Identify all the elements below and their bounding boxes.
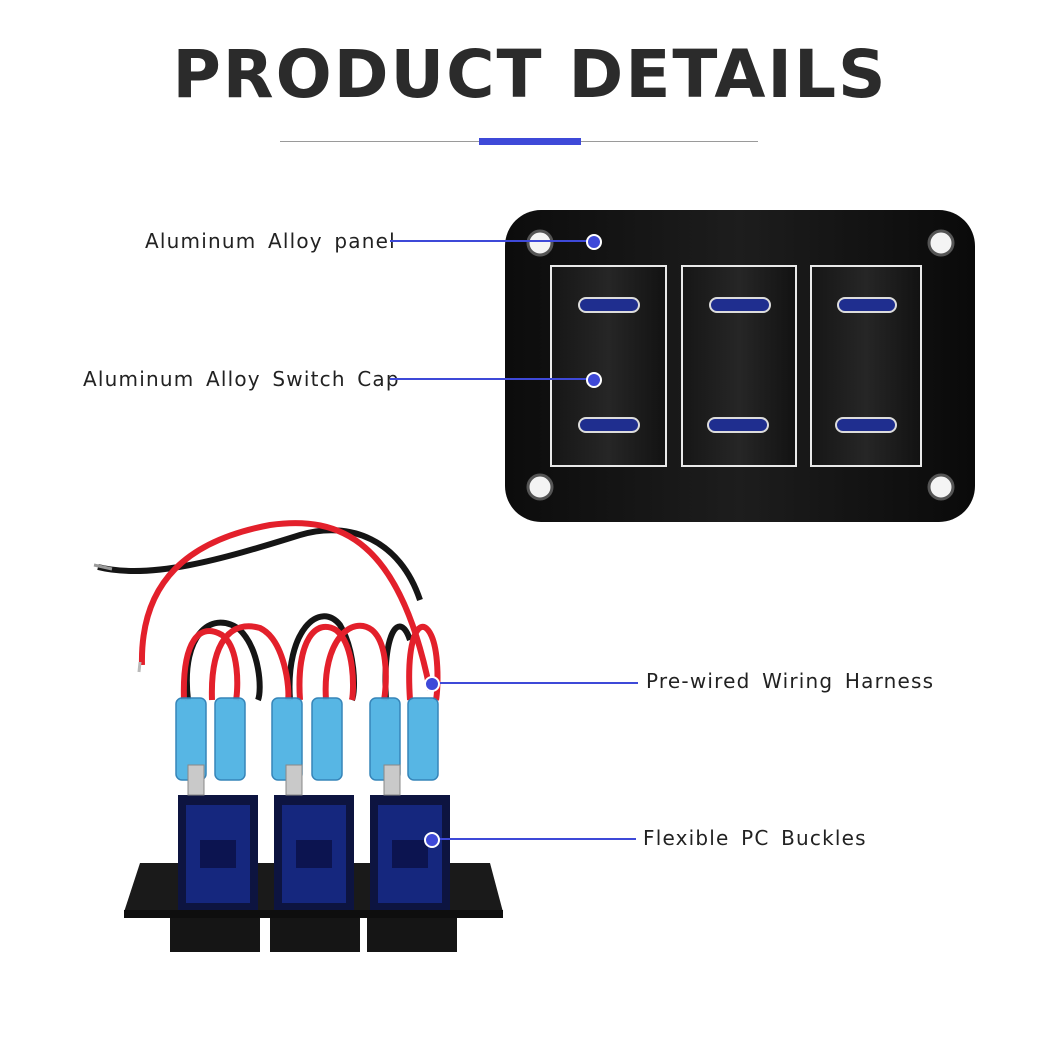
callout-label-switch-cap: Aluminum Alloy Switch Cap	[83, 367, 400, 391]
callout-label-buckles: Flexible PC Buckles	[643, 826, 867, 850]
callout-line-buckles	[432, 838, 636, 840]
switch-body-3	[370, 795, 450, 910]
terminal-tabs	[187, 764, 401, 796]
switch-panel-rear	[93, 520, 503, 952]
switch-cap-3	[810, 265, 922, 467]
callout-label-panel: Aluminum Alloy panel	[145, 229, 396, 253]
page-title: PRODUCT DETAILS	[172, 36, 888, 113]
title-divider-accent	[479, 138, 581, 145]
callout-line-wiring	[432, 682, 638, 684]
switch-cap-1	[550, 265, 667, 467]
callout-dot-icon	[586, 372, 602, 388]
screw-holes	[526, 229, 955, 501]
callout-line-switch-cap	[390, 378, 594, 380]
callout-dot-icon	[424, 676, 440, 692]
callout-line-panel	[390, 240, 594, 242]
insulator-sleeves	[175, 697, 439, 781]
switch-cap-2	[681, 265, 797, 467]
callout-dot-icon	[586, 234, 602, 250]
switch-panel-front	[505, 210, 975, 522]
switch-body-2	[274, 795, 354, 910]
callout-label-wiring: Pre-wired Wiring Harness	[646, 669, 935, 693]
switch-body-1	[178, 795, 258, 910]
callout-dot-icon	[424, 832, 440, 848]
